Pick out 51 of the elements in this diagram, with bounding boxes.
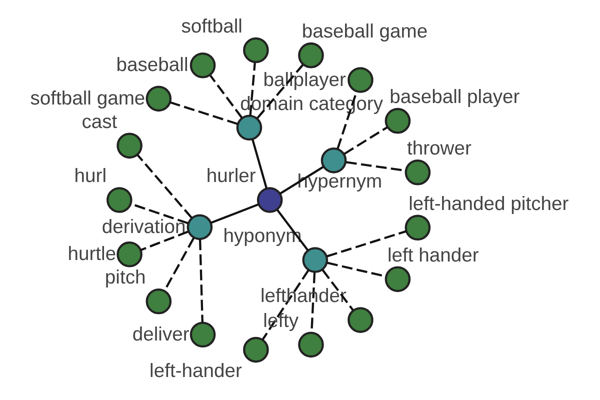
node-label: baseball — [116, 54, 188, 76]
connector — [210, 204, 259, 224]
node-label: lefty — [263, 310, 299, 332]
node-circle — [298, 332, 324, 358]
connector — [140, 230, 188, 251]
node-circle — [106, 187, 132, 213]
node-circle — [116, 241, 142, 268]
node-label: left hander — [388, 244, 479, 266]
node-label: pitch — [104, 266, 146, 288]
connector — [198, 239, 204, 323]
node-label: baseball game — [302, 20, 428, 42]
connector — [326, 230, 406, 258]
node-circle — [348, 307, 374, 333]
node-circle — [404, 159, 431, 186]
connector — [344, 126, 388, 155]
node-label: left-handed pitcher — [408, 192, 569, 215]
node-circle — [298, 42, 324, 68]
node-circle — [256, 187, 283, 213]
node-label: hurler — [206, 165, 256, 188]
node-label: derivation — [102, 216, 186, 238]
node-label: ballplayer — [263, 68, 346, 91]
node-label: baseball player — [390, 86, 520, 108]
node-circle — [320, 148, 347, 174]
node-label: thrower — [406, 138, 472, 160]
node-circle — [384, 266, 411, 292]
node-circle — [302, 247, 328, 273]
node-circle — [236, 114, 262, 141]
node-label: hurl — [74, 165, 107, 188]
connector — [170, 101, 238, 125]
node-circle — [384, 108, 411, 134]
node-label: softball game — [30, 87, 146, 110]
node-label: deliver — [132, 323, 190, 346]
node-label: hypernym — [297, 170, 382, 193]
node-circle — [190, 322, 216, 348]
node-circle — [348, 67, 374, 93]
connector — [210, 75, 243, 119]
node-circle — [190, 52, 216, 78]
node-circle — [146, 288, 172, 314]
node-circle — [146, 86, 172, 112]
node-circle — [186, 214, 213, 240]
node-circle — [243, 37, 269, 64]
node-label: softball — [181, 15, 242, 38]
connector — [280, 166, 324, 194]
node-label: left-hander — [150, 360, 242, 382]
connector — [136, 154, 192, 219]
node-circle — [404, 214, 431, 241]
node-label: hurtle — [68, 243, 116, 266]
node-circle — [116, 132, 142, 159]
node-label: cast — [82, 110, 118, 133]
connector — [252, 139, 268, 188]
node-circle — [243, 336, 269, 363]
